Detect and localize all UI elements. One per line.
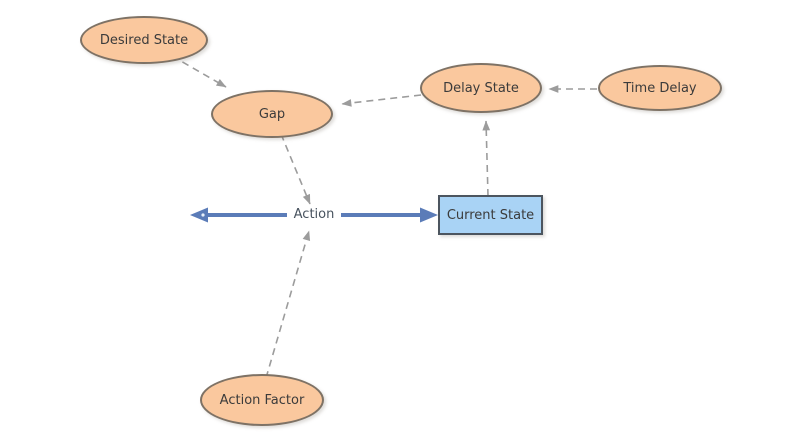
node-label: Action Factor (219, 392, 305, 408)
node-delay-state[interactable]: Delay State (420, 63, 542, 113)
edge-current-state-to-delay-state (482, 120, 491, 197)
node-gap[interactable]: Gap (211, 90, 333, 138)
node-desired-state[interactable]: Desired State (80, 16, 208, 64)
action-edge-label: Action (287, 203, 341, 227)
node-current-state[interactable]: Current State (438, 195, 543, 235)
node-label: Gap (258, 106, 286, 122)
action-arrow-left-head (190, 207, 208, 223)
node-label: Time Delay (623, 80, 697, 96)
node-action-factor[interactable]: Action Factor (200, 374, 324, 426)
edge-desired-state-to-gap (171, 55, 227, 88)
node-label: Delay State (443, 80, 519, 96)
edge-delay-state-to-gap (341, 94, 422, 107)
edge-gap-to-action (280, 133, 311, 205)
node-label: Current State (446, 207, 535, 223)
node-label: Desired State (99, 32, 189, 48)
edge-action-factor-to-action (265, 230, 311, 379)
action-arrow-right-head (420, 207, 438, 223)
node-time-delay[interactable]: Time Delay (598, 65, 722, 111)
arrow-endpoint-dot (201, 213, 205, 217)
